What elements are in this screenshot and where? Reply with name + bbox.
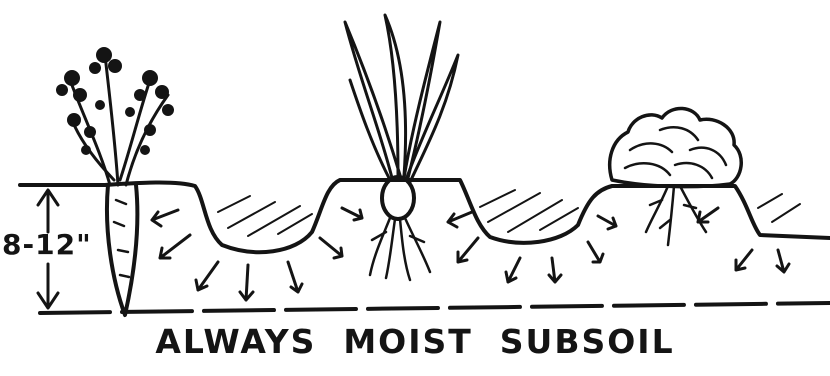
onion-bulb (382, 177, 414, 219)
onion-plant (345, 15, 458, 280)
depth-label: 8-12" (2, 228, 92, 261)
onion-roots (370, 218, 430, 280)
onion-leaves (345, 15, 458, 182)
lettuce-head (610, 108, 742, 186)
lettuce-roots (646, 186, 706, 245)
diagram-caption: ALWAYS MOIST SUBSOIL (0, 322, 830, 361)
subsoil-line (40, 303, 830, 313)
lettuce-plant (610, 108, 742, 245)
moisture-arrows (152, 208, 789, 300)
